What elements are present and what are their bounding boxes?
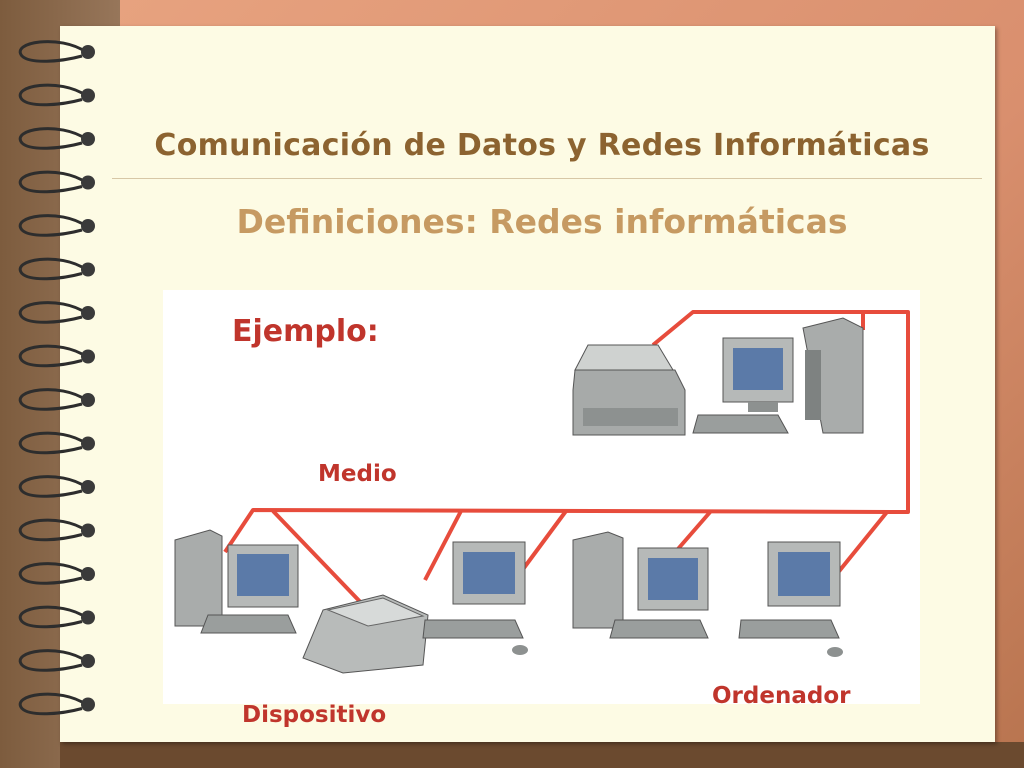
device-label: Dispositivo <box>242 702 387 728</box>
spiral-ring <box>18 83 87 107</box>
spiral-ring <box>18 214 87 237</box>
medium-label: Medio <box>318 461 397 487</box>
spiral-ring <box>18 344 87 368</box>
spiral-ring <box>18 431 87 455</box>
spiral-ring <box>18 40 87 63</box>
computer-monitor-icon <box>422 541 528 655</box>
binding-hole <box>81 567 95 581</box>
binding-hole <box>81 523 95 538</box>
binding-hole <box>81 219 95 233</box>
binding-hole <box>81 45 95 59</box>
binding-hole <box>81 393 95 407</box>
binding-hole <box>81 88 95 103</box>
network-cables <box>223 310 910 612</box>
spiral-ring <box>18 475 87 498</box>
scanner-device-icon <box>302 594 429 674</box>
binding-hole <box>81 175 95 190</box>
computer-label: Ordenador <box>712 683 851 709</box>
spiral-ring <box>18 649 87 672</box>
computer-monitor-icon <box>609 547 709 639</box>
binding-hole <box>81 697 95 712</box>
computer-monitor-icon <box>692 337 794 434</box>
spiral-ring <box>18 301 87 324</box>
spiral-ring <box>18 605 87 629</box>
binding-hole <box>81 349 95 364</box>
computer-tower-icon <box>802 317 864 434</box>
spiral-ring <box>18 170 87 194</box>
binding-hole <box>81 654 95 668</box>
cable-to-printer <box>271 509 370 612</box>
background-bottom-strip <box>60 742 1024 768</box>
slide-title: Comunicación de Datos y Redes Informátic… <box>154 128 930 163</box>
binding-hole <box>81 436 95 451</box>
binding-hole <box>81 132 95 146</box>
binding-hole <box>81 306 95 320</box>
spiral-ring <box>18 257 87 281</box>
spiral-ring <box>18 127 87 150</box>
binding-hole <box>81 610 95 625</box>
binding-hole <box>81 480 95 494</box>
spiral-ring <box>18 518 87 542</box>
slide-subtitle: Definiciones: Redes informáticas <box>236 202 848 241</box>
computer-tower-icon <box>572 531 624 629</box>
cable-to-computer-5 <box>834 510 889 577</box>
network-diagram <box>174 310 910 674</box>
computer-tower-icon <box>174 529 223 627</box>
example-label: Ejemplo: <box>232 314 379 349</box>
spiral-ring <box>18 388 87 411</box>
computer-monitor-icon <box>738 541 843 657</box>
spiral-ring <box>18 692 87 716</box>
computer-monitor-icon <box>200 544 299 634</box>
spiral-binding <box>18 40 95 716</box>
printer-icon <box>572 344 686 436</box>
cable-backbone <box>223 310 910 554</box>
cable-to-computer-2 <box>423 510 463 581</box>
binding-hole <box>81 262 95 277</box>
spiral-ring <box>18 562 87 585</box>
title-divider <box>112 178 982 179</box>
